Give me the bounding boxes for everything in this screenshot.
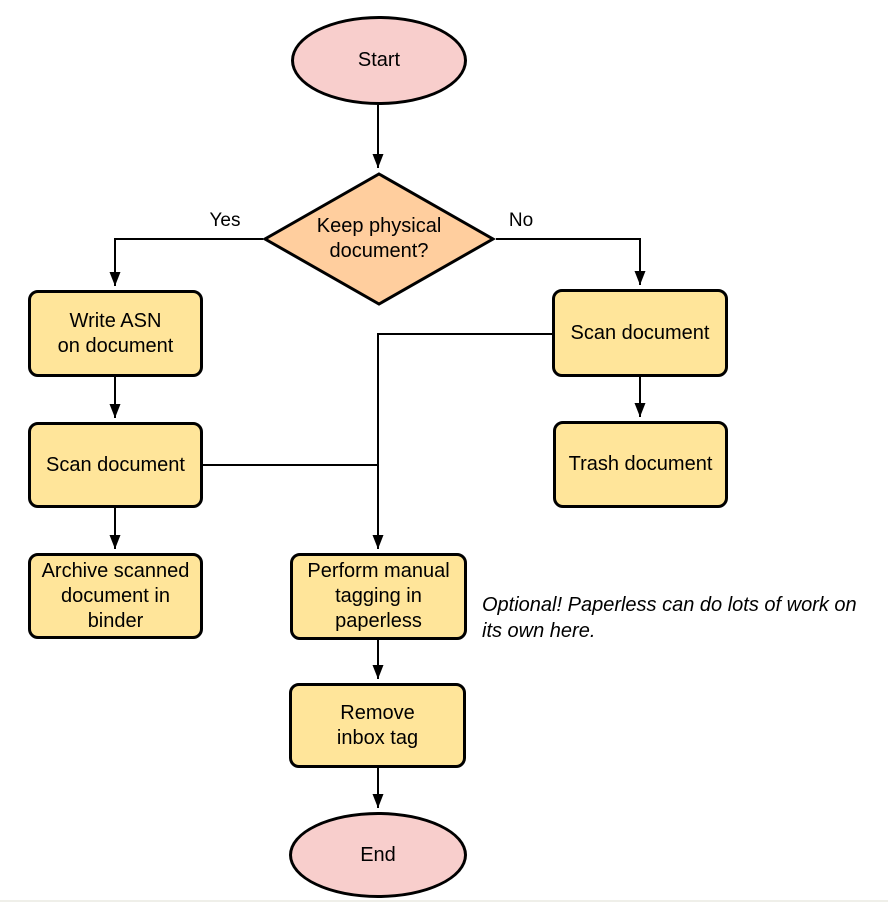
node-label: Write ASN on document [57,309,174,357]
node-label: Perform manual tagging in paperless [307,560,450,632]
edge-label-yes: Yes [209,210,241,231]
node-trash-document: Trash document [553,421,728,508]
node-label: Scan document [570,321,710,344]
edge-decision-no-to-scan-right [496,238,646,285]
node-label: Keep physical document? [316,215,442,262]
node-end: End [289,812,467,898]
node-keep-physical-decision: Keep physical document? [262,171,496,307]
node-scan-document-right: Scan document [552,289,728,377]
node-write-asn: Write ASN on document [28,290,203,377]
node-label: Scan document [46,453,185,476]
node-manual-tagging: Perform manual tagging in paperless [290,553,467,640]
node-archive-binder: Archive scanned document in binder [28,553,203,639]
node-label: Trash document [568,453,713,475]
edge-scan-right-to-tagging [372,333,552,549]
node-label: Start [357,49,401,71]
node-label: Remove inbox tag [336,701,419,749]
decision-diamond-shape [262,172,496,306]
node-label: End [360,843,396,866]
node-remove-inbox-tag: Remove inbox tag [289,683,466,768]
optional-annotation: Optional! Paperless can do lots of work … [482,594,857,642]
edge-label-no: No [508,210,534,231]
edge-decision-yes-to-write-asn [109,238,263,286]
node-scan-document-left: Scan document [28,422,203,508]
bottom-edge-line [0,900,888,902]
node-label: Archive scanned document in binder [41,559,190,632]
node-start: Start [291,16,467,105]
